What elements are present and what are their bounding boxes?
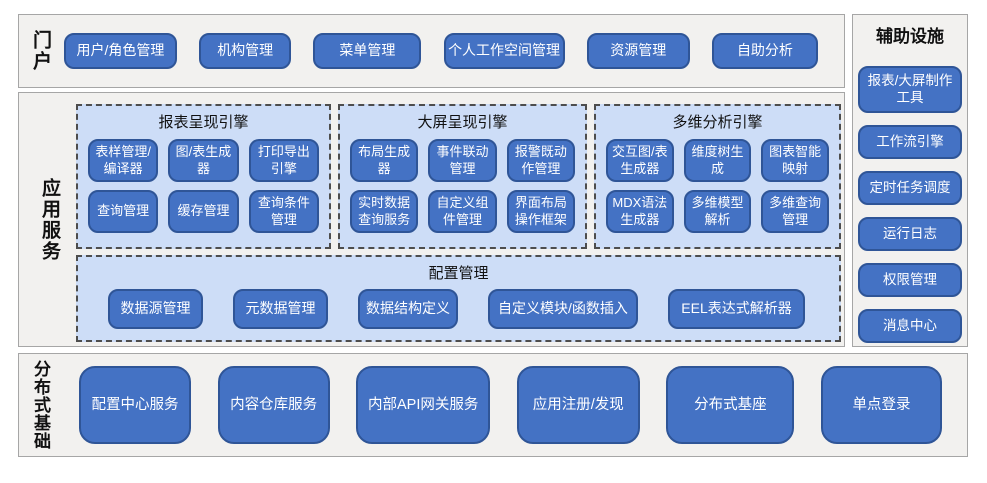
olap-engine-grid: 交互图/表生成器 维度树生成 图表智能映射 MDX语法生成器 多维模型解析 多维… <box>596 132 839 243</box>
btn-query-condition-mgmt[interactable]: 查询条件管理 <box>248 190 319 233</box>
btn-mdx-syntax-generator[interactable]: MDX语法生成器 <box>606 190 674 233</box>
portal-button-user-role-mgmt[interactable]: 用户/角色管理 <box>64 33 177 69</box>
report-render-engine-title: 报表呈现引擎 <box>158 114 249 131</box>
btn-dimension-tree-generation[interactable]: 维度树生成 <box>683 139 752 182</box>
btn-eel-expression-parser[interactable]: EEL表达式解析器 <box>668 289 805 329</box>
portal-section: 门户 用户/角色管理 机构管理 菜单管理 个人工作空间管理 资源管理 自助分析 <box>18 14 845 88</box>
btn-run-log[interactable]: 运行日志 <box>858 217 962 251</box>
btn-multidim-model-parsing[interactable]: 多维模型解析 <box>683 190 752 233</box>
btn-single-sign-on[interactable]: 单点登录 <box>820 366 942 444</box>
btn-alarm-action-mgmt[interactable]: 报警既动作管理 <box>506 139 575 182</box>
big-screen-engine-panel: 大屏呈现引擎 布局生成器 事件联动管理 报警既动作管理 实时数据查询服务 自定义… <box>338 104 587 249</box>
btn-chart-smart-mapping[interactable]: 图表智能映射 <box>761 139 829 182</box>
distributed-foundation-label: 分布式基础 <box>31 360 50 450</box>
btn-print-export-engine[interactable]: 打印导出引擎 <box>248 139 319 182</box>
config-mgmt-title: 配置管理 <box>428 265 489 282</box>
portal-button-personal-workspace-mgmt[interactable]: 个人工作空间管理 <box>443 33 565 69</box>
btn-content-repo-service[interactable]: 内容仓库服务 <box>217 366 330 444</box>
config-mgmt-row: 数据源管理 元数据管理 数据结构定义 自定义模块/函数插入 EEL表达式解析器 <box>78 283 839 329</box>
btn-custom-module-function-insert[interactable]: 自定义模块/函数插入 <box>488 289 638 329</box>
auxiliary-section: 辅助设施 报表/大屏制作工具 工作流引擎 定时任务调度 运行日志 权限管理 消息… <box>852 14 968 347</box>
auxiliary-section-label: 辅助设施 <box>876 27 944 46</box>
btn-internal-api-gateway-service[interactable]: 内部API网关服务 <box>356 366 491 444</box>
report-render-engine-grid: 表样管理/编译器 图/表生成器 打印导出引擎 查询管理 缓存管理 查询条件管理 <box>78 132 329 243</box>
btn-report-screen-authoring-tool[interactable]: 报表/大屏制作工具 <box>858 66 962 113</box>
btn-distributed-base[interactable]: 分布式基座 <box>666 366 795 444</box>
distributed-foundation-section: 分布式基础 配置中心服务 内容仓库服务 内部API网关服务 应用注册/发现 分布… <box>18 353 968 457</box>
distributed-button-row: 配置中心服务 内容仓库服务 内部API网关服务 应用注册/发现 分布式基座 单点… <box>49 366 967 444</box>
btn-permission-mgmt[interactable]: 权限管理 <box>858 263 962 297</box>
config-mgmt-panel: 配置管理 数据源管理 元数据管理 数据结构定义 自定义模块/函数插入 EEL表达… <box>76 255 841 342</box>
portal-button-menu-mgmt[interactable]: 菜单管理 <box>313 33 422 69</box>
portal-button-org-mgmt[interactable]: 机构管理 <box>199 33 292 69</box>
olap-engine-title: 多维分析引擎 <box>672 114 763 131</box>
btn-query-mgmt[interactable]: 查询管理 <box>88 190 159 233</box>
report-render-engine-panel: 报表呈现引擎 表样管理/编译器 图/表生成器 打印导出引擎 查询管理 缓存管理 … <box>76 104 331 249</box>
btn-event-linkage-mgmt[interactable]: 事件联动管理 <box>428 139 497 182</box>
auxiliary-button-column: 报表/大屏制作工具 工作流引擎 定时任务调度 运行日志 权限管理 消息中心 <box>858 66 962 343</box>
btn-custom-component-mgmt[interactable]: 自定义组件管理 <box>428 190 497 233</box>
btn-metadata-mgmt[interactable]: 元数据管理 <box>233 289 328 329</box>
app-services-section: 应用服务 报表呈现引擎 表样管理/编译器 图/表生成器 打印导出引擎 查询管理 … <box>18 92 845 347</box>
btn-ui-layout-operation-framework[interactable]: 界面布局操作框架 <box>506 190 575 233</box>
olap-engine-panel: 多维分析引擎 交互图/表生成器 维度树生成 图表智能映射 MDX语法生成器 多维… <box>594 104 841 249</box>
btn-cache-mgmt[interactable]: 缓存管理 <box>168 190 239 233</box>
portal-button-row: 用户/角色管理 机构管理 菜单管理 个人工作空间管理 资源管理 自助分析 <box>50 33 844 69</box>
btn-multidim-query-mgmt[interactable]: 多维查询管理 <box>761 190 829 233</box>
btn-datasource-mgmt[interactable]: 数据源管理 <box>108 289 203 329</box>
btn-realtime-data-query-service[interactable]: 实时数据查询服务 <box>350 190 419 233</box>
btn-workflow-engine[interactable]: 工作流引擎 <box>858 125 962 159</box>
btn-message-center[interactable]: 消息中心 <box>858 309 962 343</box>
btn-report-template-mgmt-compiler[interactable]: 表样管理/编译器 <box>88 139 159 182</box>
btn-app-register-discovery[interactable]: 应用注册/发现 <box>516 366 640 444</box>
btn-scheduled-task-scheduling[interactable]: 定时任务调度 <box>858 171 962 205</box>
portal-button-self-service-analysis[interactable]: 自助分析 <box>711 33 818 69</box>
btn-layout-generator[interactable]: 布局生成器 <box>350 139 419 182</box>
big-screen-engine-title: 大屏呈现引擎 <box>417 114 508 131</box>
btn-config-center-service[interactable]: 配置中心服务 <box>79 366 191 444</box>
btn-chart-table-generator[interactable]: 图/表生成器 <box>168 139 239 182</box>
app-services-section-label: 应用服务 <box>39 177 60 262</box>
portal-section-label: 门户 <box>30 30 51 72</box>
portal-button-resource-mgmt[interactable]: 资源管理 <box>586 33 690 69</box>
btn-data-structure-definition[interactable]: 数据结构定义 <box>358 289 458 329</box>
big-screen-engine-grid: 布局生成器 事件联动管理 报警既动作管理 实时数据查询服务 自定义组件管理 界面… <box>340 132 585 243</box>
btn-interactive-chart-generator[interactable]: 交互图/表生成器 <box>606 139 674 182</box>
